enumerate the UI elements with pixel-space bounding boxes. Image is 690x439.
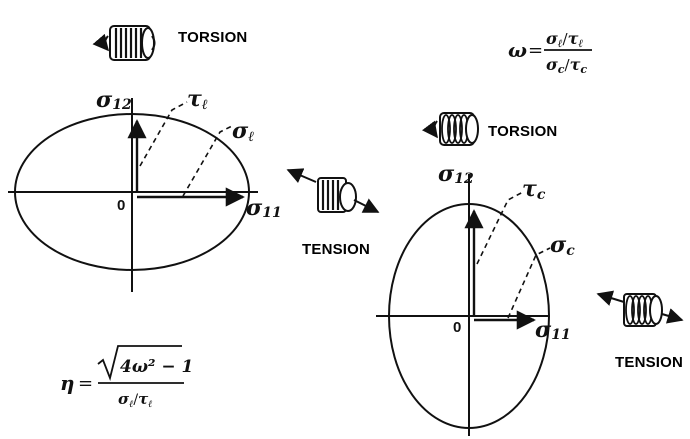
- right-tau-label: τc: [522, 176, 546, 203]
- eta-formula: η = 4ω² − 1 σℓ/τℓ: [60, 345, 193, 410]
- tension-specimen-icon-right: [596, 290, 684, 327]
- left-sigma11-label: σ11: [246, 195, 282, 221]
- right-tau-leader: [476, 191, 524, 265]
- left-sigma-leader: [182, 125, 233, 197]
- right-sigma12-label: σ12: [438, 161, 474, 187]
- left-tau-label: τℓ: [187, 86, 208, 113]
- right-origin-label: 0: [453, 319, 461, 336]
- svg-text:=: =: [78, 373, 93, 394]
- left-axis-labels: σ12 σ11 0 τℓ σℓ: [96, 86, 282, 221]
- omega-formula: ω = σℓ/τℓ σc/τc: [508, 29, 592, 76]
- left-envelope-group: [8, 98, 258, 292]
- svg-text:σℓ/τℓ: σℓ/τℓ: [118, 390, 152, 410]
- left-tau-leader: [139, 101, 188, 167]
- tension-specimen-icon: [286, 168, 380, 213]
- torsion-label-right: TORSION: [488, 123, 557, 140]
- svg-text:σc/τc: σc/τc: [546, 55, 587, 76]
- svg-text:η: η: [60, 371, 75, 395]
- tension-label-right: TENSION: [615, 354, 683, 371]
- svg-text:4ω² − 1: 4ω² − 1: [120, 357, 193, 377]
- torsion-specimen-icon: [92, 25, 156, 61]
- tension-label-middle: TENSION: [302, 241, 370, 258]
- right-sigma11-label: σ11: [535, 317, 571, 343]
- right-sigma-leader: [507, 247, 551, 319]
- left-sigma-label: σℓ: [232, 118, 254, 145]
- right-axis-labels: σ12 σ11 0 τc σc: [438, 161, 575, 343]
- torsion-label-top: TORSION: [178, 29, 247, 46]
- svg-text:σℓ/τℓ: σℓ/τℓ: [546, 29, 583, 50]
- svg-text:=: =: [528, 40, 543, 61]
- left-sigma12-label: σ12: [96, 87, 132, 113]
- right-envelope-group: [376, 174, 551, 436]
- right-sigma-label: σc: [550, 232, 575, 259]
- svg-text:ω: ω: [508, 38, 527, 62]
- torsion-specimen-icon-right: [421, 112, 479, 146]
- left-origin-label: 0: [117, 197, 125, 214]
